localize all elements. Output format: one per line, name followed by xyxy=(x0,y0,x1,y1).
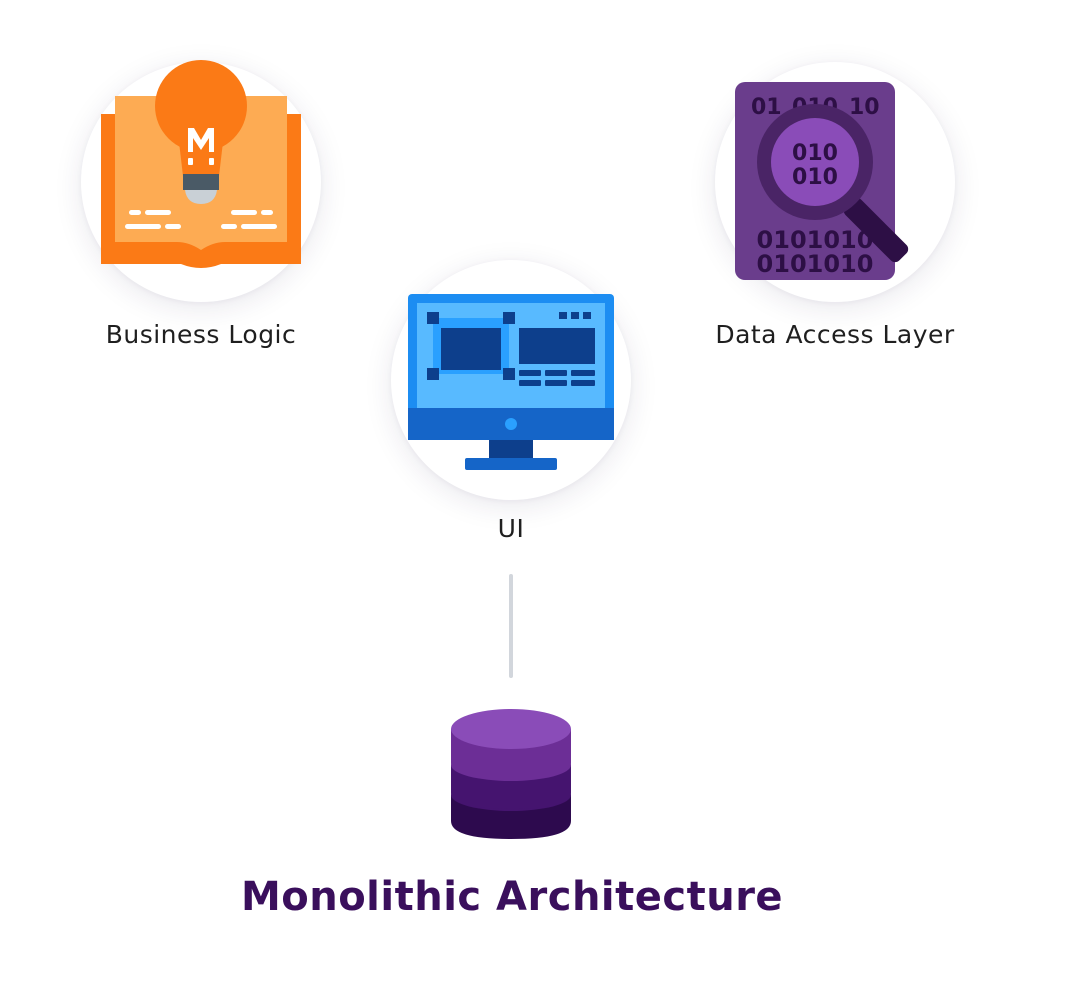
svg-text:010: 010 xyxy=(792,141,838,166)
diagram-title: Monolithic Architecture xyxy=(240,874,784,920)
business-logic-label: Business Logic xyxy=(105,320,297,349)
database-icon xyxy=(451,709,571,839)
ui-label: UI xyxy=(497,514,525,543)
connector-line xyxy=(509,574,513,678)
book-lightbulb-icon xyxy=(101,60,301,268)
svg-text:010: 010 xyxy=(792,165,838,190)
monitor-icon xyxy=(408,294,614,470)
ui-node xyxy=(391,260,631,500)
business-logic-node xyxy=(81,60,321,302)
data-access-layer-node: 010 01 10 0101010 0101010 010 010 xyxy=(715,62,955,302)
data-access-layer-label: Data Access Layer xyxy=(715,320,955,349)
svg-text:01: 01 xyxy=(751,95,782,120)
svg-text:10: 10 xyxy=(849,95,880,120)
svg-text:0101010: 0101010 xyxy=(757,226,874,254)
binary-magnifier-icon: 010 01 10 0101010 0101010 010 010 xyxy=(735,82,909,280)
svg-text:0101010: 0101010 xyxy=(757,250,874,278)
